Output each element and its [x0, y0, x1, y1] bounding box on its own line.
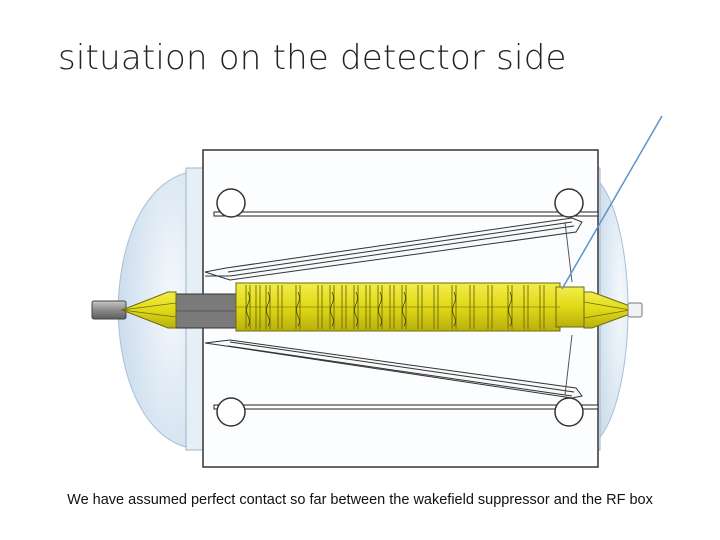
rf-foil-module	[235, 282, 585, 332]
wakefield-suppressor-lower	[204, 339, 583, 399]
contact-pointer-line	[561, 115, 663, 290]
beam-pipe-right	[627, 302, 643, 318]
slide-caption: We have assumed perfect contact so far b…	[67, 492, 653, 508]
slide-title: situation on the detector side	[58, 38, 567, 78]
mount-hole-bottom-left	[216, 397, 246, 427]
mount-hole-top-left	[216, 188, 246, 218]
top-plate	[213, 211, 599, 217]
bottom-plate	[213, 404, 599, 410]
mount-hole-top-right	[554, 188, 584, 218]
left-taper-cone	[120, 291, 177, 329]
wakefield-suppressor-upper	[204, 217, 583, 281]
mount-hole-bottom-right	[554, 397, 584, 427]
